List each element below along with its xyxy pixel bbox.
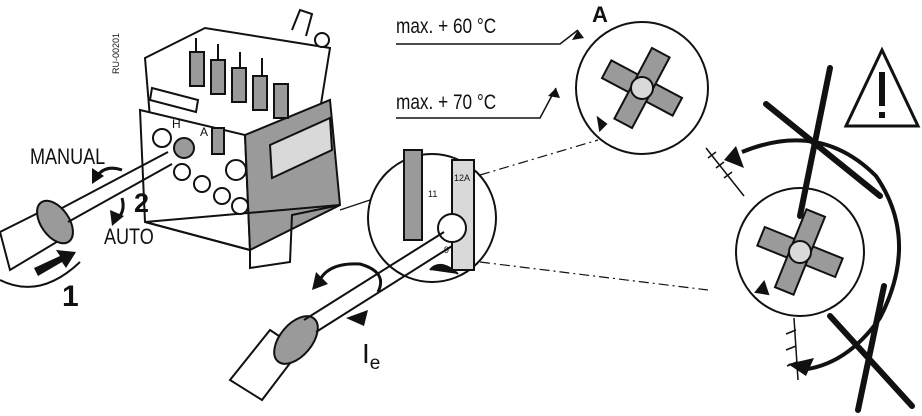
dial-closeup-circle [367, 149, 497, 283]
device-letter-A: A [200, 125, 209, 139]
cross-out-icon [763, 65, 915, 413]
hatched-stop-top [705, 147, 745, 197]
step-2-label: 2 [134, 188, 150, 218]
screwdriver-bottom [228, 231, 453, 402]
push-arrow-icon [34, 250, 76, 276]
screwdriver-left [0, 151, 173, 288]
dial-tick-12A: 12A [454, 173, 471, 183]
relay-device [138, 8, 342, 270]
magnified-dial-right [735, 187, 865, 317]
part-code-label: RU-00201 [111, 32, 121, 74]
dial-tick-9: 9 [444, 245, 450, 255]
auto-label: AUTO [104, 224, 154, 249]
current-setting-label: Ie [362, 338, 381, 374]
marker-A-label: A [592, 2, 608, 27]
warning-triangle-icon [843, 46, 921, 128]
temp-limit-70-label: max. + 70 °C [396, 91, 497, 114]
dial-tick-11: 11 [428, 189, 438, 199]
device-letter-H: H [172, 117, 181, 131]
temp-limit-60-label: max. + 60 °C [396, 15, 497, 38]
hatched-stop-bottom [785, 317, 799, 381]
step-1-label: 1 [62, 280, 79, 313]
magnified-dial-A [575, 21, 709, 155]
manual-label: MANUAL [30, 144, 106, 169]
